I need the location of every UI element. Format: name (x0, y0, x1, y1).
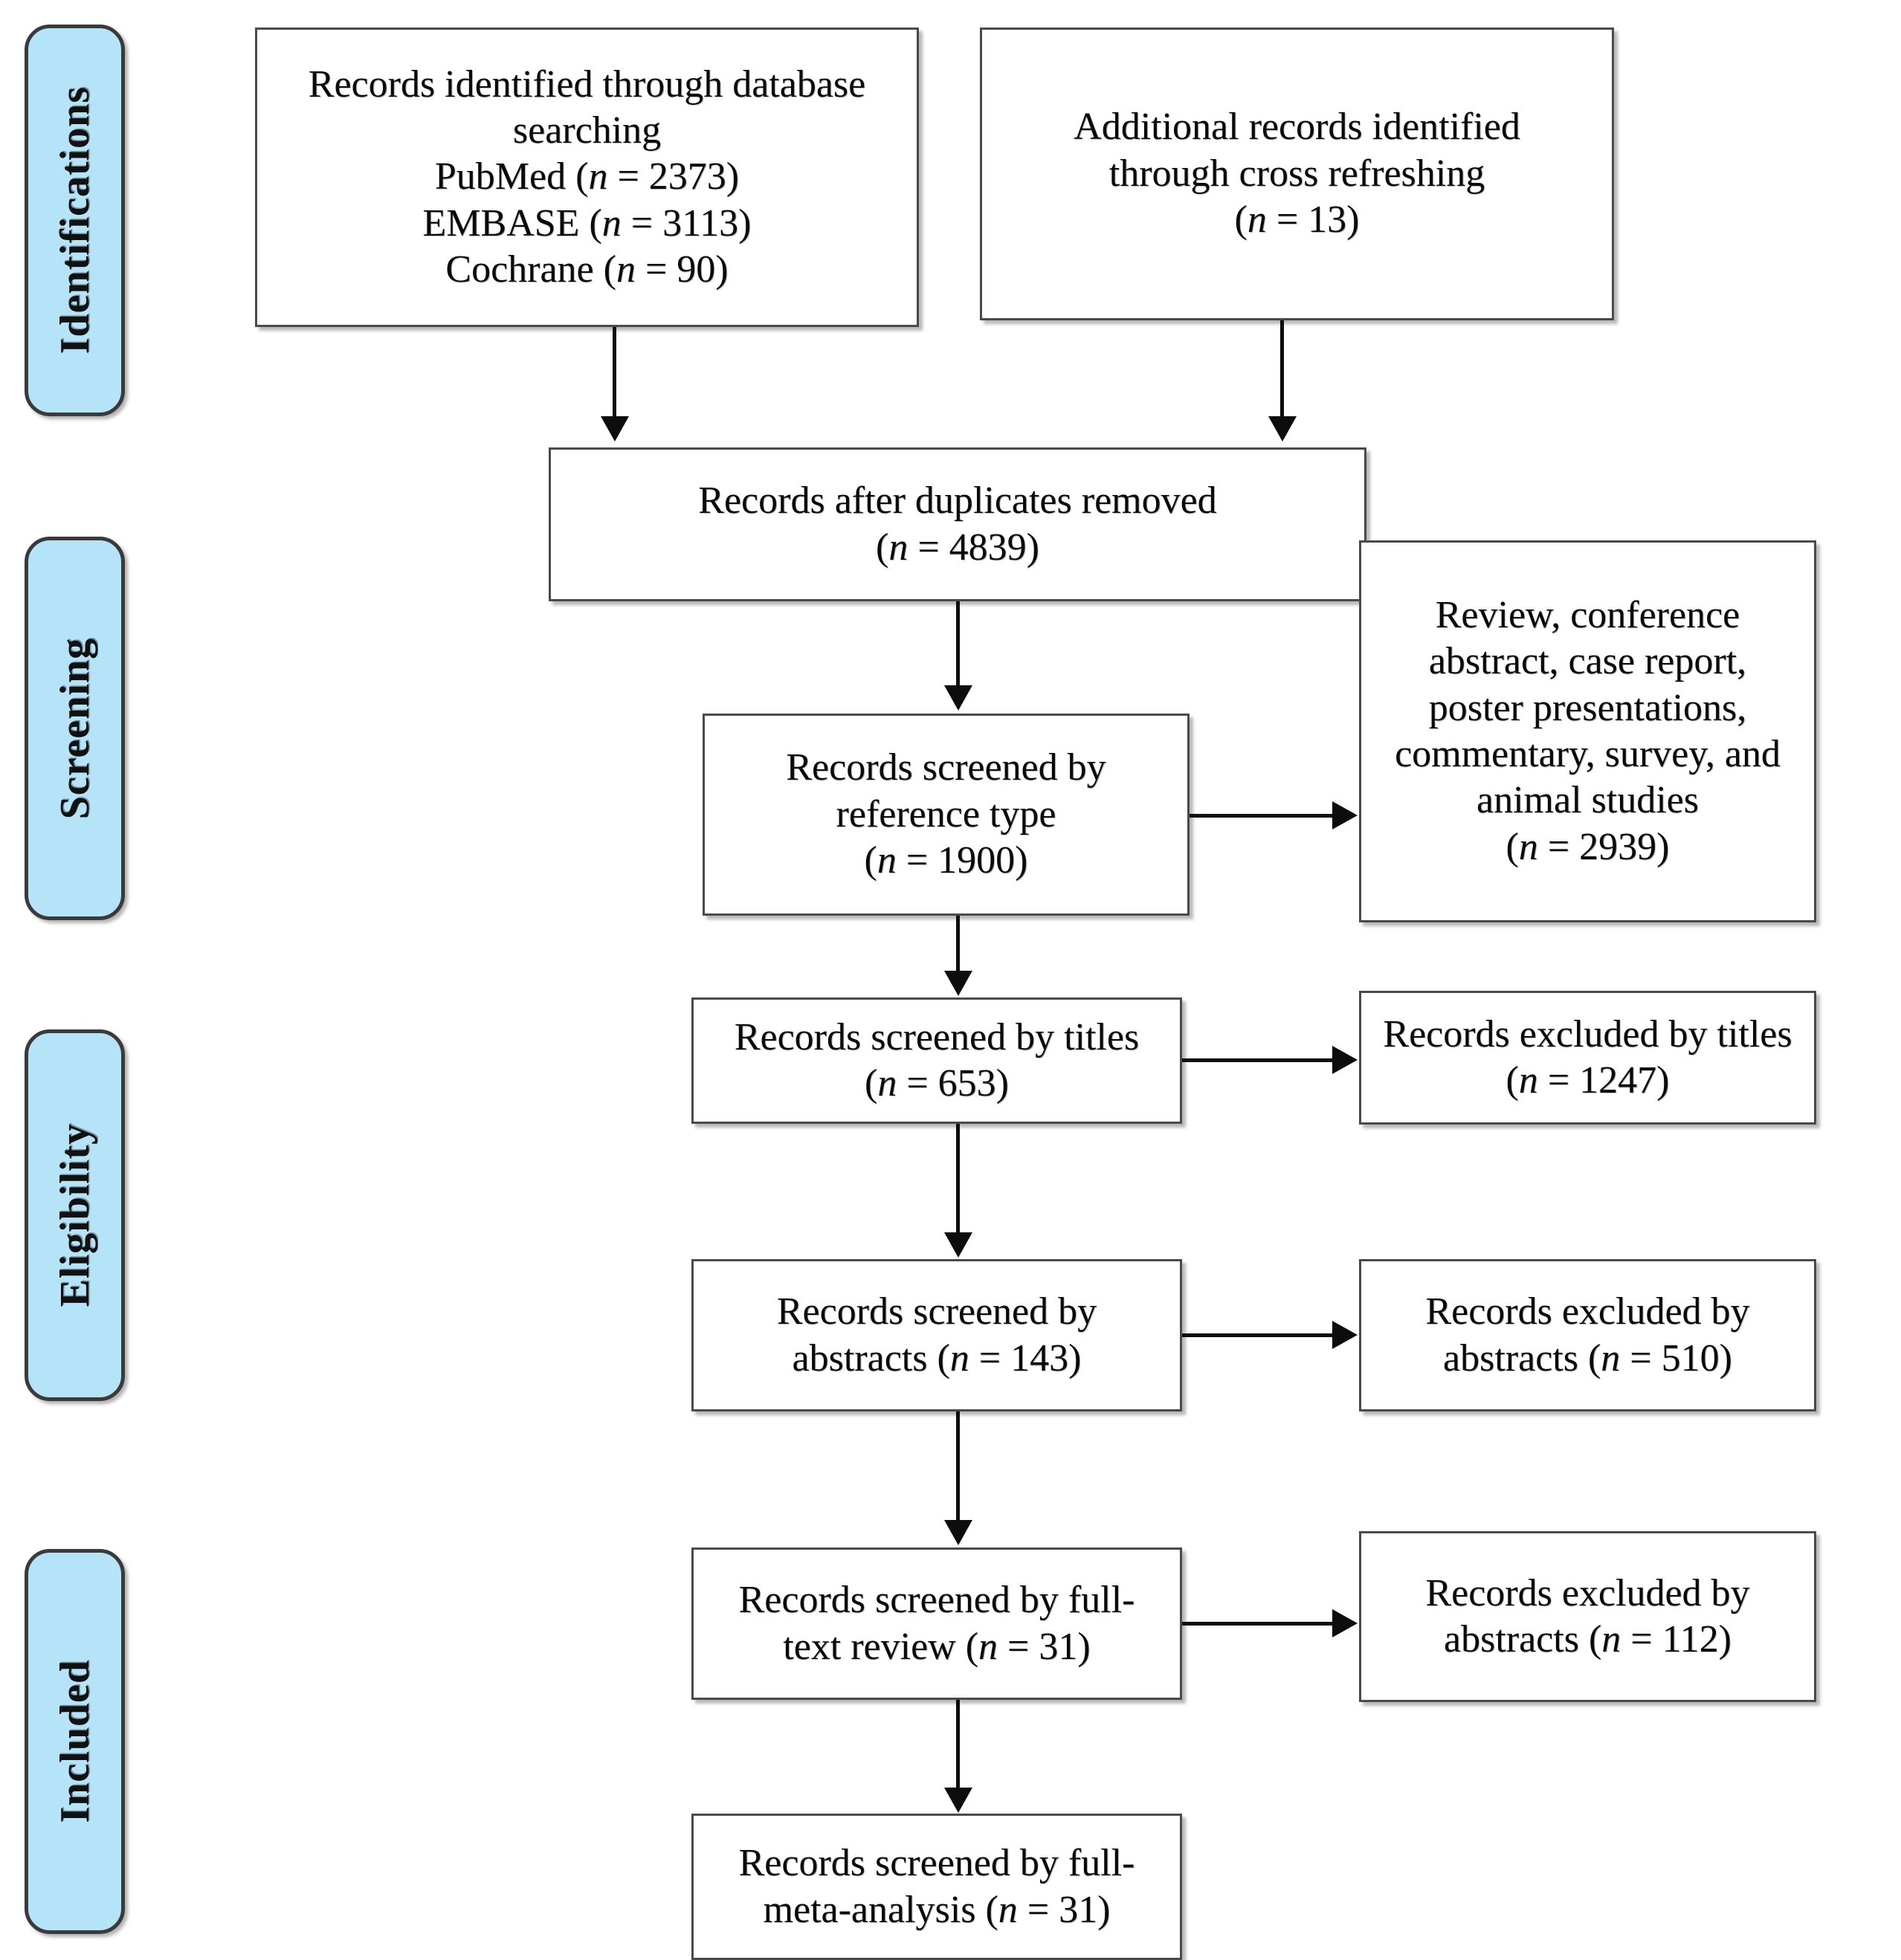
arrowhead-database-to-duplicates (601, 416, 629, 442)
box-records-screened-full-text-review: Records screened by full-text review (n … (691, 1547, 1182, 1700)
stage-label-text: Eligibility (51, 1123, 98, 1307)
arrowhead-fulltext-to-excluded-abstracts-112 (1332, 1609, 1358, 1637)
connector-fulltext-to-excluded-abstracts-112 (1182, 1622, 1334, 1626)
connector-fulltext-to-meta-analysis (956, 1700, 960, 1791)
connector-abstracts-to-excluded-abstracts (1182, 1333, 1334, 1337)
stage-label-screening: Screening (25, 537, 125, 920)
connector-reference-type-to-exclusions (1190, 814, 1334, 818)
stage-label-included: Included (25, 1549, 125, 1934)
arrowhead-fulltext-to-meta-analysis (944, 1788, 972, 1813)
stage-label-eligibility: Eligibility (25, 1029, 125, 1401)
arrowhead-duplicates-to-reference-type (944, 685, 972, 711)
connector-reference-type-to-titles (956, 916, 960, 974)
arrowhead-titles-to-excluded-titles (1332, 1046, 1358, 1074)
stage-label-identifications: Identifications (25, 25, 125, 416)
box-text: Records excluded by titles(n = 1247) (1383, 1012, 1792, 1102)
connector-duplicates-to-reference-type (956, 601, 960, 688)
box-text: Records screened by full-meta-analysis (… (738, 1842, 1135, 1931)
stage-label-text: Identifications (51, 86, 98, 355)
stage-label-text: Included (51, 1660, 98, 1823)
box-text: Records after duplicates removed(n = 483… (698, 479, 1217, 569)
arrowhead-reference-type-to-titles (944, 971, 972, 996)
connector-titles-to-excluded-titles (1182, 1058, 1334, 1062)
arrowhead-abstracts-to-fulltext (944, 1520, 972, 1545)
arrowhead-abstracts-to-excluded-abstracts (1332, 1321, 1358, 1349)
box-text: Records screened by titles(n = 653) (734, 1015, 1140, 1104)
arrowhead-reference-type-to-exclusions (1332, 801, 1358, 829)
connector-database-to-duplicates (613, 327, 616, 420)
box-records-screened-full-meta-analysis: Records screened by full-meta-analysis (… (691, 1814, 1182, 1960)
box-text: Records screened by full-text review (n … (738, 1579, 1135, 1668)
arrowhead-additional-to-duplicates (1268, 416, 1297, 442)
box-records-excluded-titles: Records excluded by titles(n = 1247) (1359, 991, 1816, 1125)
box-records-screened-titles: Records screened by titles(n = 653) (691, 997, 1182, 1124)
connector-additional-to-duplicates (1280, 320, 1284, 420)
box-records-after-duplicates-removed: Records after duplicates removed(n = 483… (549, 447, 1366, 601)
stage-label-text: Screening (51, 637, 98, 820)
connector-abstracts-to-fulltext (956, 1411, 960, 1523)
connector-titles-to-abstracts (956, 1124, 960, 1235)
arrowhead-titles-to-abstracts (944, 1232, 972, 1258)
